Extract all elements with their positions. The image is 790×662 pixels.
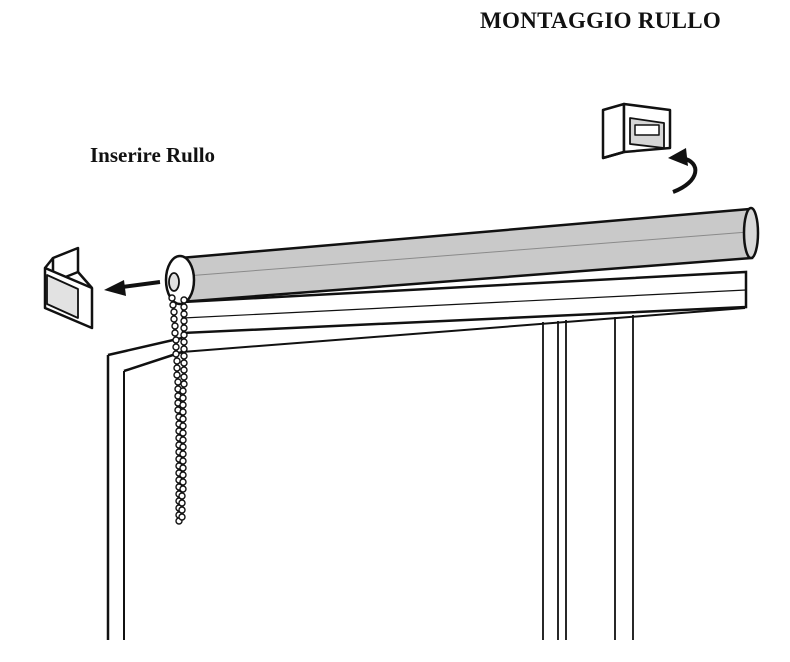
window-frame [106,307,746,640]
arrow-left-icon [104,280,161,296]
bead-chain [168,294,188,525]
right-bracket-icon [601,102,672,160]
roller-tube [164,206,760,306]
left-bracket-icon [43,246,94,330]
page-title: MONTAGGIO RULLO [480,8,722,33]
rotate-arrow-icon [668,148,698,194]
step-label: Inserire Rullo [90,143,216,167]
